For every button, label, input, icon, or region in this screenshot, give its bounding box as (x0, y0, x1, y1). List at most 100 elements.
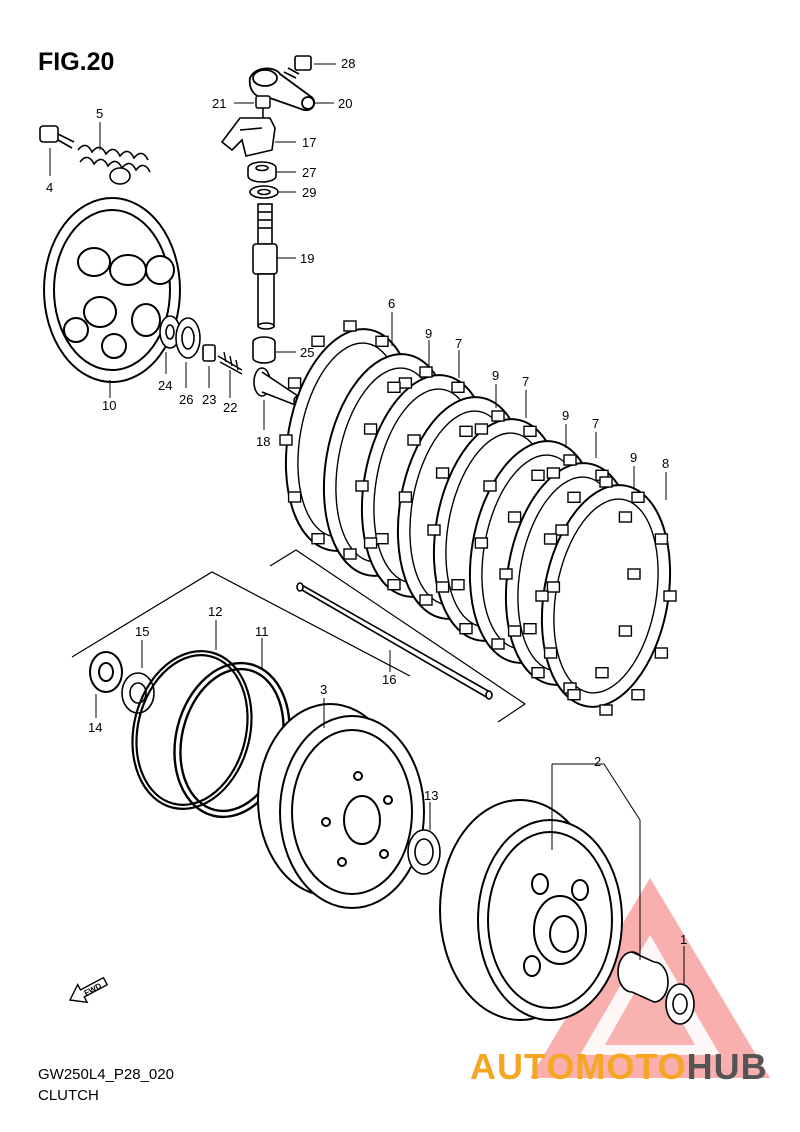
part-23-nut (202, 344, 216, 362)
plate-tab (618, 625, 633, 637)
part-17-lock-plate (220, 117, 276, 157)
watermark-part1: AUTOMOTO (470, 1046, 687, 1087)
part-12-o-ring (131, 650, 253, 810)
figure-title: FIG.20 (38, 48, 115, 76)
plate-tab (311, 335, 325, 347)
callout-24: 24 (158, 378, 172, 393)
part-14-nut (89, 651, 123, 693)
plate-tab (531, 667, 545, 679)
plate-tab (618, 511, 633, 523)
plate-tab (287, 377, 302, 389)
plate-tab (355, 480, 369, 492)
callout-14: 14 (88, 720, 102, 735)
part-15-lock-washer (121, 672, 155, 714)
callout-18: 18 (256, 434, 270, 449)
part-26-thrust-bearing (175, 317, 201, 359)
callout-labels: 28 21 20 5 17 27 29 4 19 6 25 9 7 24 26 … (46, 56, 687, 947)
callout-16: 16 (382, 672, 396, 687)
clutch-plate-tabs (279, 320, 677, 716)
callout-20: 20 (338, 96, 352, 111)
plate-tab (435, 581, 450, 593)
plate-tab (599, 476, 613, 488)
callout-7b: 7 (522, 374, 529, 389)
plate-tab (287, 491, 302, 503)
callout-21: 21 (212, 96, 226, 111)
callout-1: 1 (680, 932, 687, 947)
plate-tab (531, 469, 545, 481)
plate-tab (427, 524, 441, 536)
callout-4: 4 (46, 180, 53, 195)
plate-tab (398, 377, 413, 389)
plate-tab (419, 594, 433, 606)
callout-13: 13 (424, 788, 438, 803)
plate-tab (555, 524, 569, 536)
part-10-pressure-plate (43, 197, 181, 383)
part-13-thrust-washer (407, 829, 441, 875)
callout-10: 10 (102, 398, 116, 413)
plate-tab (599, 704, 613, 716)
plate-tab (459, 623, 473, 635)
plate-tab (499, 568, 513, 580)
part-3-clutch-sleeve-hub (257, 703, 425, 909)
plate-tab (627, 568, 641, 580)
plate-tab (654, 647, 669, 659)
plate-tab (567, 491, 581, 503)
plate-tab (407, 434, 421, 446)
plate-tab (543, 647, 558, 659)
plate-tab (535, 590, 549, 602)
plate-tab (563, 454, 577, 466)
plate-tab (631, 689, 645, 701)
part-19-release-shaft (252, 203, 278, 330)
plate-tab (343, 320, 357, 332)
callout-22: 22 (223, 400, 237, 415)
callout-25: 25 (300, 345, 314, 360)
figure-subtitle: CLUTCH (38, 1087, 99, 1104)
plate-tab (595, 667, 609, 679)
plate-tab (546, 467, 561, 479)
part-5-clutch-spring (77, 144, 151, 185)
part-16-push-rod (269, 549, 527, 723)
plate-tab (451, 579, 465, 591)
part-1-spacer (617, 951, 695, 1025)
plate-tab (491, 638, 505, 650)
callout-12: 12 (208, 604, 222, 619)
callout-9d: 9 (630, 450, 637, 465)
part-27-bushing (247, 161, 277, 183)
plate-tab (543, 533, 558, 545)
plate-tab (419, 366, 433, 378)
callout-6: 6 (388, 296, 395, 311)
part-28-bolt (283, 55, 312, 79)
plate-tab (474, 537, 489, 549)
plate-tab (311, 533, 325, 545)
callout-2: 2 (594, 754, 601, 769)
plate-tab (654, 533, 669, 545)
part-2-primary-driven-gear (439, 799, 623, 1021)
watermark-text: AUTOMOTOHUB (470, 1046, 768, 1088)
figure-code: GW250L4_P28_020 (38, 1066, 174, 1083)
plate-tab (459, 425, 473, 437)
callout-9a: 9 (425, 326, 432, 341)
plate-tab (387, 579, 401, 591)
part-21-screw (255, 95, 271, 118)
plate-tab (523, 623, 537, 635)
part-4-bolt (39, 125, 75, 149)
callout-26: 26 (179, 392, 193, 407)
callout-15: 15 (135, 624, 149, 639)
callout-11: 11 (255, 624, 269, 639)
callout-7a: 7 (455, 336, 462, 351)
plate-tab (546, 581, 561, 593)
plate-tab (451, 381, 465, 393)
callout-29: 29 (302, 185, 316, 200)
callout-9c: 9 (562, 408, 569, 423)
plate-tab (387, 381, 401, 393)
part-29-washer (249, 185, 279, 199)
plate-tab (343, 548, 357, 560)
part-25-needle-bearing (252, 336, 276, 364)
part-18-push-piece (253, 367, 303, 408)
plate-tab (507, 511, 522, 523)
callout-5: 5 (96, 106, 103, 121)
plate-tab (523, 425, 537, 437)
callout-27: 27 (302, 165, 316, 180)
plate-tab (474, 423, 489, 435)
